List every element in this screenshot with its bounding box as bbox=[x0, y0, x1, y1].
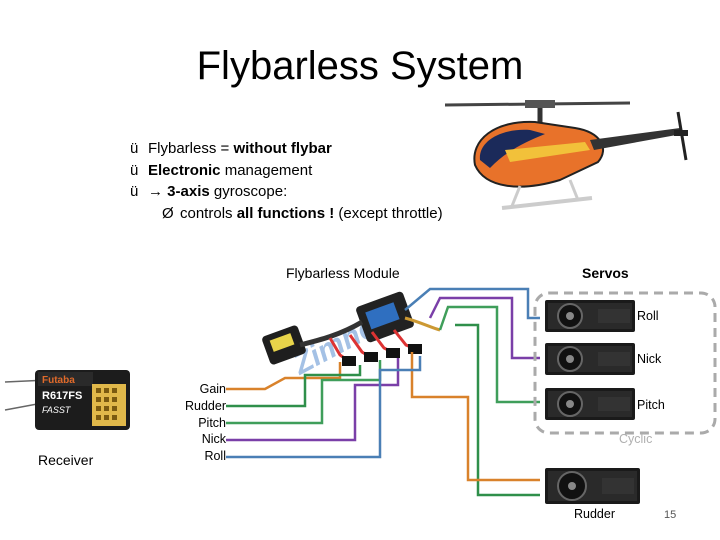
signal-gain: Gain bbox=[199, 382, 226, 396]
pitch-servo-wire bbox=[438, 305, 540, 404]
checkmark-bullet-icon: ü bbox=[130, 161, 139, 179]
receiver-image: Futaba R617FS FASST bbox=[4, 370, 130, 430]
receiver-model: R617FS bbox=[42, 390, 82, 402]
bullet-text: gyroscope: bbox=[209, 183, 288, 200]
page-number: 15 bbox=[664, 509, 677, 521]
checkmark-bullet-icon: ü bbox=[130, 183, 139, 200]
nick-servo-wire bbox=[428, 296, 540, 360]
servo-label-roll: Roll bbox=[637, 309, 659, 323]
cyclic-label: Cyclic bbox=[619, 432, 653, 446]
arrow-bullet-icon: Ø bbox=[162, 204, 174, 222]
cyclic-group-box bbox=[533, 291, 717, 435]
bullet-text: Electronic bbox=[148, 161, 221, 179]
helicopter-image bbox=[444, 100, 688, 210]
rudder-wire bbox=[226, 365, 362, 408]
gain-wire bbox=[226, 362, 342, 391]
servo-pitch-image bbox=[545, 388, 635, 420]
signal-label-list: Gain Rudder Pitch Nick Roll bbox=[166, 381, 226, 465]
checkmark-bullet-icon: ü bbox=[130, 140, 139, 157]
bullet-2: ü Electronic management bbox=[130, 160, 443, 182]
servo-label-pitch: Pitch bbox=[637, 398, 665, 412]
servo-roll-image bbox=[545, 300, 635, 332]
bullet-text: without flybar bbox=[233, 140, 332, 157]
bullet-text: all functions ! bbox=[236, 204, 335, 222]
bullet-text: (except throttle) bbox=[334, 204, 443, 222]
bullet-text: management bbox=[220, 161, 313, 179]
roll-servo-wire bbox=[404, 287, 540, 320]
receiver-sub: FASST bbox=[42, 405, 72, 415]
bullet-text: controls bbox=[180, 204, 237, 222]
rudder-servo-wire bbox=[455, 323, 540, 497]
bullet-1: ü Flybarless = without flybar bbox=[130, 138, 443, 160]
signal-pitch: Pitch bbox=[198, 415, 226, 430]
servos-label: Servos bbox=[582, 265, 629, 281]
gain-servo-wire bbox=[410, 352, 540, 482]
roll-wire bbox=[226, 356, 422, 459]
receiver-label: Receiver bbox=[38, 452, 94, 468]
bullet-3: ü → 3-axis gyroscope: bbox=[130, 181, 443, 203]
slide-title: Flybarless System bbox=[196, 44, 524, 88]
servo-rudder-image bbox=[545, 468, 640, 504]
signal-rudder: Rudder bbox=[185, 398, 226, 413]
nick-wire bbox=[226, 358, 400, 442]
bullet-text: → 3-axis bbox=[148, 183, 210, 200]
receiver-brand: Futaba bbox=[42, 375, 75, 386]
module-label: Flybarless Module bbox=[286, 265, 400, 281]
bullet-text: Flybarless = bbox=[148, 140, 234, 157]
signal-roll: Roll bbox=[204, 449, 226, 464]
rudder-servo-label: Rudder bbox=[574, 507, 615, 521]
servo-nick-image bbox=[545, 343, 635, 375]
signal-nick: Nick bbox=[201, 432, 226, 447]
servo-label-nick: Nick bbox=[637, 352, 662, 366]
